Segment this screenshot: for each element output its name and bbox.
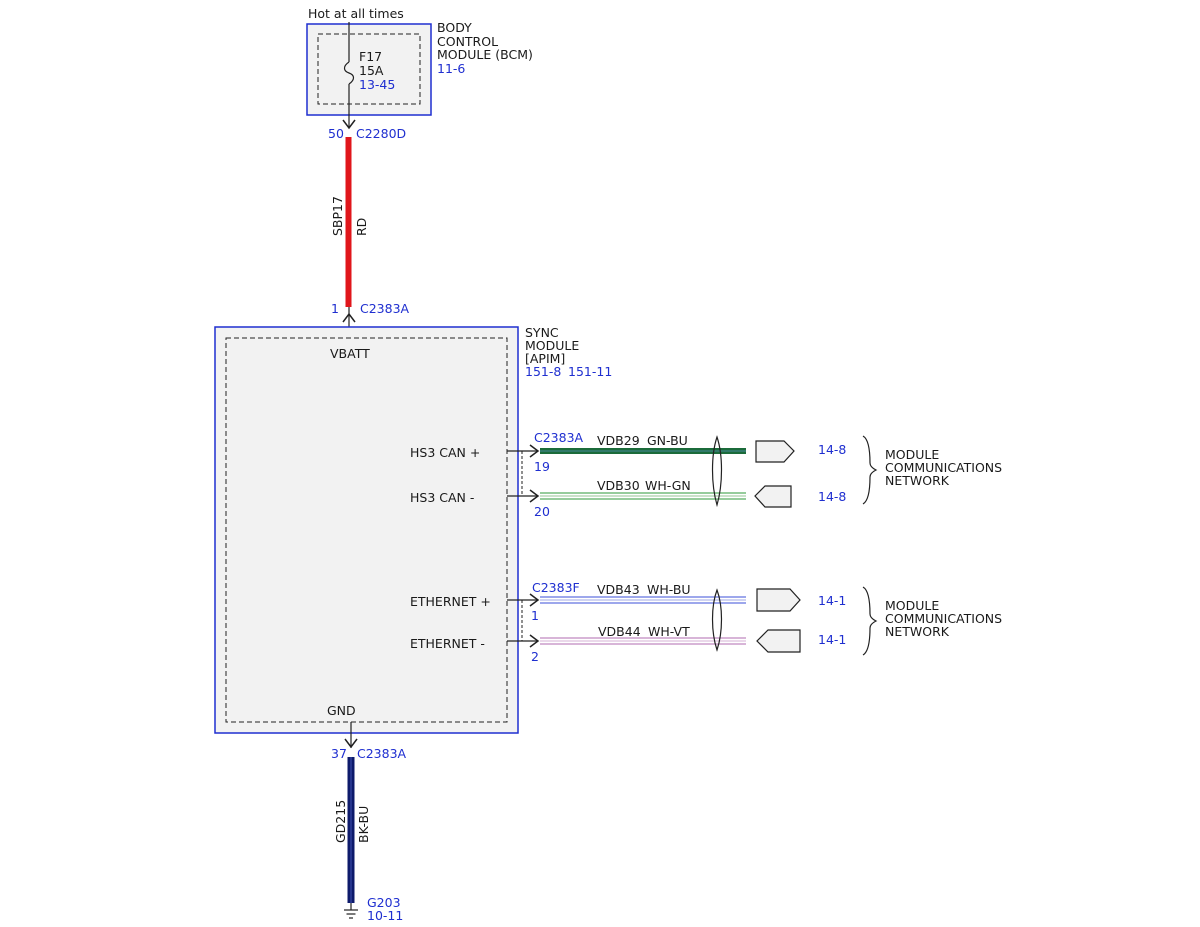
- ethernet-minus-label: ETHERNET -: [410, 636, 485, 651]
- hs3-can-minus-label: HS3 CAN -: [410, 490, 474, 505]
- eth-network-brace: [862, 586, 878, 656]
- ground-point-link[interactable]: G203: [367, 895, 401, 910]
- vdb29-color: GN-BU: [647, 433, 688, 448]
- bcm-ref-link[interactable]: 11-6: [437, 61, 465, 76]
- wire-sbp17-color: RD: [354, 218, 369, 236]
- fuse-rating: 15A: [359, 63, 384, 78]
- bcm-title-line3: MODULE (BCM): [437, 47, 533, 62]
- bcm-box: [306, 23, 432, 116]
- gnd-connector-symbol: [344, 738, 358, 749]
- gd215-circuit: GD215: [333, 800, 348, 843]
- eth-minus-pin: 2: [531, 649, 539, 664]
- c2280d-pin: 50: [328, 126, 344, 141]
- eth-network-line1: MODULE: [885, 598, 939, 613]
- eth-plus-pin: 1: [531, 608, 539, 623]
- vdb43-color: WH-BU: [647, 582, 691, 597]
- bcm-title-line2: CONTROL: [437, 34, 498, 49]
- c2280d-connector-link[interactable]: C2280D: [356, 126, 406, 141]
- bcm-inner-box: [317, 33, 421, 105]
- can-minus-pin: 20: [534, 504, 550, 519]
- can-plus-out-arrow: [755, 440, 795, 463]
- eth-twisted-pair-symbol: [711, 588, 723, 652]
- fuse-name: F17: [359, 49, 382, 64]
- connector-c2280d-symbol: [342, 119, 356, 130]
- wire-sbp17-rd: [345, 137, 352, 307]
- sync-title-line2: MODULE: [525, 338, 579, 353]
- can-plus-pin: 19: [534, 459, 550, 474]
- vbatt-connector-symbol: [342, 312, 356, 323]
- can-network-brace: [862, 435, 878, 505]
- can-twisted-pair-symbol: [711, 435, 723, 508]
- hs3-can-plus-label: HS3 CAN +: [410, 445, 480, 460]
- can-network-line1: MODULE: [885, 447, 939, 462]
- power-note: Hot at all times: [308, 6, 404, 21]
- ground-ref-link[interactable]: 10-11: [367, 908, 403, 923]
- vdb44-color: WH-VT: [648, 624, 690, 639]
- eth-minus-in-arrow: [756, 629, 801, 653]
- can-minus-ref-link[interactable]: 14-8: [818, 489, 846, 504]
- vdb43-circuit: VDB43: [597, 582, 640, 597]
- can-network-line2: COMMUNICATIONS: [885, 460, 1002, 475]
- eth-plus-connector-symbol: [529, 593, 540, 607]
- gd215-color: BK-BU: [356, 806, 371, 843]
- fuse-ref-link[interactable]: 13-45: [359, 77, 395, 92]
- can-network-line3: NETWORK: [885, 473, 950, 488]
- eth-plus-out-arrow: [756, 588, 801, 612]
- gnd-label: GND: [327, 703, 356, 718]
- wire-sbp17-circuit: SBP17: [330, 196, 345, 236]
- eth-minus-connector-symbol: [529, 634, 540, 648]
- vdb29-circuit: VDB29: [597, 433, 640, 448]
- fuse-symbol: [343, 61, 355, 85]
- vbatt-label: VBATT: [330, 346, 370, 361]
- sync-title-line1: SYNC: [525, 325, 559, 340]
- sync-ref2-link[interactable]: 151-11: [568, 364, 612, 379]
- vbatt-pin: 1: [331, 301, 339, 316]
- can-minus-in-arrow: [754, 485, 792, 508]
- can-connector-link[interactable]: C2383A: [534, 430, 584, 445]
- sync-ref1-link[interactable]: 151-8: [525, 364, 561, 379]
- ground-symbol: [344, 909, 358, 919]
- ethernet-plus-label: ETHERNET +: [410, 594, 491, 609]
- can-minus-connector-symbol: [529, 489, 540, 503]
- vdb30-color: WH-GN: [645, 478, 691, 493]
- gnd-connector-link[interactable]: C2383A: [357, 746, 407, 761]
- eth-network-line3: NETWORK: [885, 624, 950, 639]
- eth-network-line2: COMMUNICATIONS: [885, 611, 1002, 626]
- sync-title-line3: [APIM]: [525, 351, 565, 366]
- sync-module-box: [214, 326, 519, 734]
- can-plus-connector-symbol: [529, 444, 540, 458]
- eth-connector-link[interactable]: C2383F: [532, 580, 580, 595]
- vdb44-circuit: VDB44: [598, 624, 641, 639]
- can-plus-ref-link[interactable]: 14-8: [818, 442, 846, 457]
- eth-minus-ref-link[interactable]: 14-1: [818, 632, 846, 647]
- gnd-pin: 37: [331, 746, 347, 761]
- vdb30-circuit: VDB30: [597, 478, 640, 493]
- sync-module-inner-box: [225, 337, 508, 723]
- eth-plus-ref-link[interactable]: 14-1: [818, 593, 846, 608]
- bcm-title-line1: BODY: [437, 20, 472, 35]
- vbatt-connector-link[interactable]: C2383A: [360, 301, 410, 316]
